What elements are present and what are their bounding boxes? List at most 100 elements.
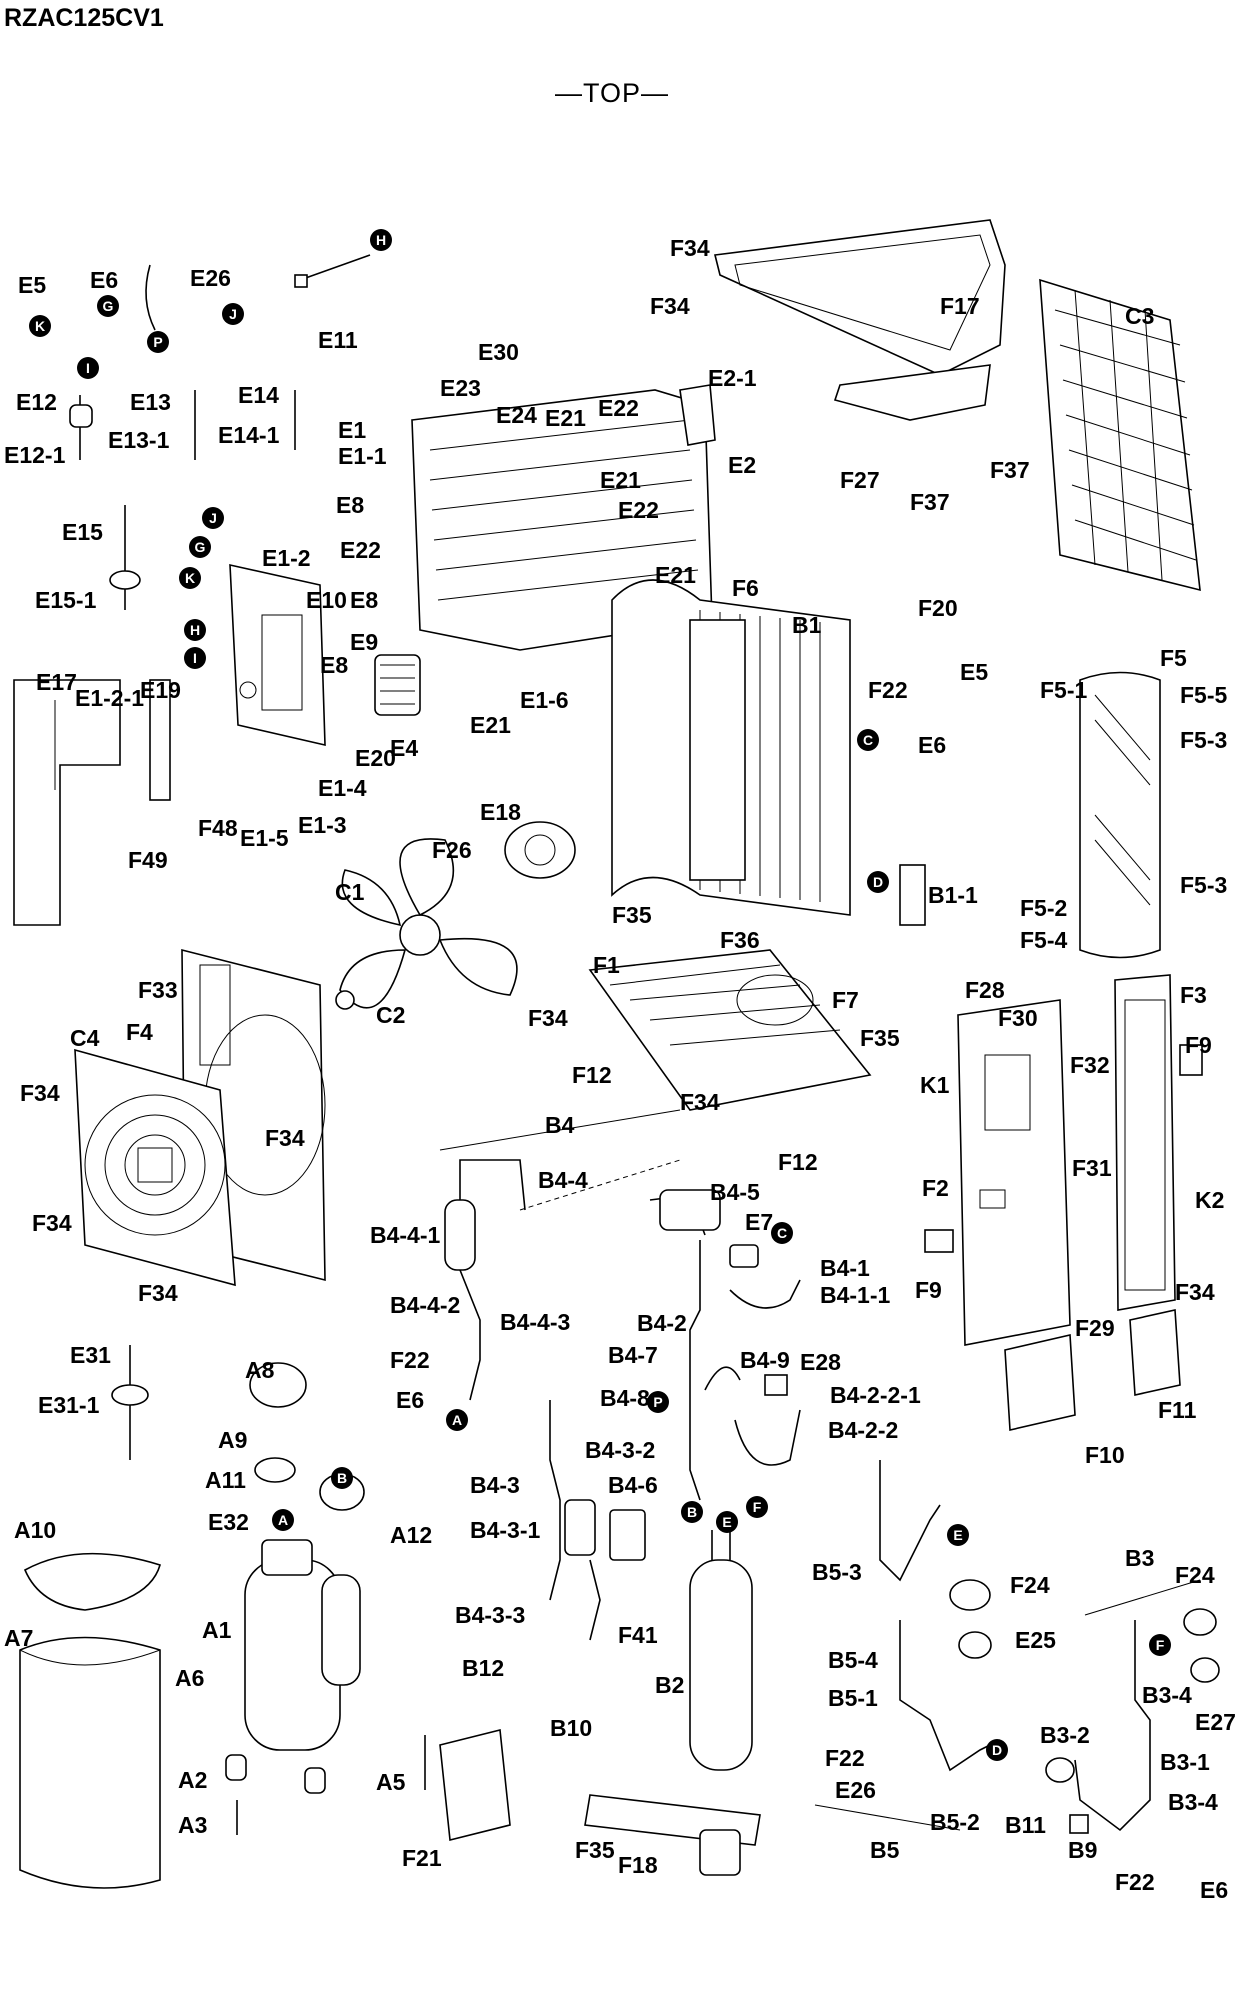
connection-marker-letter: D (873, 874, 883, 890)
piping-b3-part (1045, 1608, 1220, 1834)
insulation-sheet-part (13, 679, 121, 926)
part-label: E6 (396, 1387, 424, 1413)
part-label: B11 (1005, 1812, 1046, 1838)
part-label: E1-5 (240, 825, 289, 851)
part-label: F9 (915, 1277, 942, 1303)
part-label: A7 (4, 1625, 33, 1651)
heat-exchanger-part (611, 579, 926, 926)
connection-marker-dot (331, 1467, 353, 1489)
connection-marker-letter: A (278, 1512, 288, 1528)
connection-marker: H (184, 619, 206, 641)
connection-marker-letter: P (153, 334, 162, 350)
model-number: RZAC125CV1 (4, 4, 164, 32)
connection-marker: C (857, 729, 879, 751)
part-label: E14 (238, 382, 279, 408)
part-label: E2 (728, 452, 756, 478)
connection-marker-dot (97, 295, 119, 317)
part-label: F5-3 (1180, 727, 1227, 753)
connection-marker: F (746, 1496, 768, 1518)
connection-marker-dot (647, 1391, 669, 1413)
part-label: E13 (130, 389, 171, 415)
part-label: B4-4 (538, 1167, 588, 1193)
connection-marker-dot (147, 331, 169, 353)
part-label: B12 (462, 1655, 504, 1681)
part-label: B10 (550, 1715, 592, 1741)
bottom-frame-part (588, 949, 872, 1111)
connection-marker-dot (202, 507, 224, 529)
part-label: F22 (1115, 1869, 1155, 1895)
part-label: F24 (1010, 1572, 1050, 1598)
part-label: F28 (965, 977, 1005, 1003)
part-label: B4-4-2 (390, 1292, 460, 1318)
connection-marker: D (867, 871, 889, 893)
part-label: B4-4-1 (370, 1222, 441, 1248)
part-label: E23 (440, 375, 481, 401)
part-label: E31 (70, 1342, 111, 1368)
part-label: E4 (390, 735, 418, 761)
part-label: F29 (1075, 1315, 1115, 1341)
part-label: A11 (205, 1467, 246, 1493)
part-label: E24 (496, 402, 537, 428)
connection-marker-letter: G (195, 539, 206, 555)
connection-marker-letter: P (653, 1394, 662, 1410)
part-label: E11 (318, 327, 358, 353)
connection-marker: G (189, 536, 211, 558)
part-label: F34 (680, 1089, 720, 1115)
connection-marker-letter: J (229, 306, 237, 322)
connection-marker-dot (446, 1409, 468, 1431)
part-label: C3 (1125, 303, 1154, 329)
part-label: E22 (340, 537, 381, 563)
connection-marker-dot (857, 729, 879, 751)
part-label: B5-1 (828, 1685, 878, 1711)
part-label: B4-3-1 (470, 1517, 541, 1543)
connection-marker-letter: H (376, 232, 386, 248)
connection-marker-dot (681, 1501, 703, 1523)
wire-harness-parts (69, 254, 371, 1460)
connection-marker: G (97, 295, 119, 317)
part-label: B3 (1125, 1545, 1154, 1571)
part-label: E14-1 (218, 422, 280, 448)
part-label: E28 (800, 1349, 841, 1375)
view-title: —TOP— (555, 78, 670, 108)
part-label: F20 (918, 595, 958, 621)
connection-marker-dot (189, 536, 211, 558)
connection-marker-letter: F (1156, 1637, 1165, 1653)
part-label: F18 (618, 1852, 658, 1878)
part-label: E27 (1195, 1709, 1235, 1735)
connection-marker-letter: A (452, 1412, 462, 1428)
front-cover-part (924, 974, 1203, 1431)
part-label: B4-6 (608, 1472, 658, 1498)
part-label: F3 (1180, 982, 1207, 1008)
part-label: F12 (572, 1062, 612, 1088)
part-label: E1-2 (262, 545, 311, 571)
connection-marker: K (179, 567, 201, 589)
part-label: E17 (36, 669, 77, 695)
top-panel-part (714, 219, 1006, 421)
part-label: F5 (1160, 645, 1187, 671)
part-label: B4-8 (600, 1385, 650, 1411)
part-label: B4-5 (710, 1179, 760, 1205)
connection-marker-letter: F (753, 1499, 762, 1515)
part-label: F12 (778, 1149, 818, 1175)
part-label: F36 (720, 927, 760, 953)
part-label: F34 (670, 235, 710, 261)
part-label: B5-4 (828, 1647, 878, 1673)
plate-part (149, 679, 171, 801)
connection-marker-dot (222, 303, 244, 325)
part-label: F30 (998, 1005, 1038, 1031)
connection-marker: P (147, 331, 169, 353)
part-label: B4-7 (608, 1342, 658, 1368)
pcb-part (229, 563, 326, 747)
connection-marker: H (370, 229, 392, 251)
connection-marker-dot (179, 567, 201, 589)
connection-marker-dot (184, 647, 206, 669)
connection-marker-dot (867, 871, 889, 893)
part-label: F17 (940, 293, 980, 319)
part-label: B3-4 (1142, 1682, 1192, 1708)
refrigerant-piping-part (444, 1159, 801, 1641)
part-label: E1-6 (520, 687, 569, 713)
connection-marker-dot (986, 1739, 1008, 1761)
connection-marker-letter: I (86, 360, 90, 376)
part-label: B4-1-1 (820, 1282, 891, 1308)
